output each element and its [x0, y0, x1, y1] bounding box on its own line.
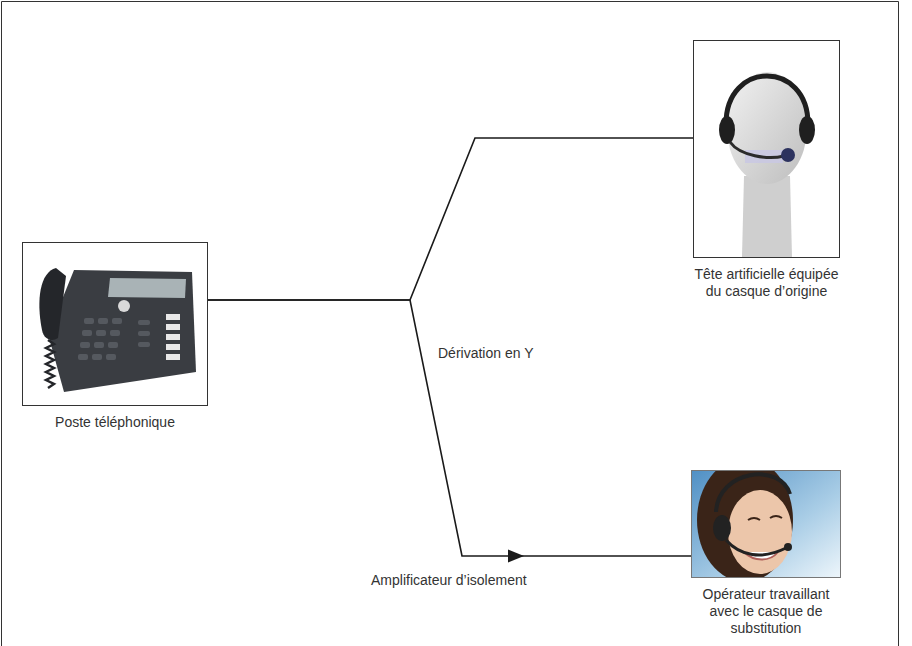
picture-frame [692, 471, 841, 578]
mannequin-neck [742, 176, 792, 257]
operator-eyes [748, 516, 782, 520]
headset-band [726, 76, 808, 124]
operator-node: Opérateur travaillant avec le casque de … [691, 470, 841, 637]
microphone [781, 148, 795, 162]
phone-display [108, 278, 186, 298]
phone-nav-button [118, 300, 130, 312]
connector-line [208, 138, 693, 300]
node-label: Opérateur travaillant avec le casque de … [691, 586, 841, 637]
headset-earcup [799, 116, 815, 144]
mannequin-head [727, 72, 807, 184]
picture-frame [694, 41, 840, 258]
amplifier-label: Amplificateur d’isolement [368, 572, 530, 589]
headset-earcup [719, 116, 735, 144]
phone-handset [39, 268, 66, 340]
headset-band [716, 474, 790, 512]
phone-line-keys [166, 314, 180, 360]
headset-earcup [713, 515, 731, 541]
phone-body [48, 270, 196, 392]
operator-picture [691, 458, 841, 582]
artificial-head-picture [694, 41, 840, 258]
microphone [784, 543, 792, 551]
arrow-head [508, 550, 524, 563]
telephone-picture [23, 243, 208, 406]
telephone-node: Poste téléphonique [22, 242, 208, 431]
artificial-head-node: Tête artificielle équipée du casque d’or… [693, 40, 840, 300]
node-label: Poste téléphonique [22, 414, 208, 431]
node-label: Tête artificielle équipée du casque d’or… [693, 266, 840, 300]
connector-line [208, 300, 691, 556]
phone-cord [46, 340, 54, 388]
microphone-boom [730, 142, 784, 157]
operator-face [728, 490, 792, 574]
picture-frame [23, 243, 208, 406]
microphone-boom [726, 540, 786, 555]
phone-keys [78, 318, 150, 360]
junction-label: Dérivation en Y [435, 345, 536, 362]
operator-hair [697, 470, 793, 578]
